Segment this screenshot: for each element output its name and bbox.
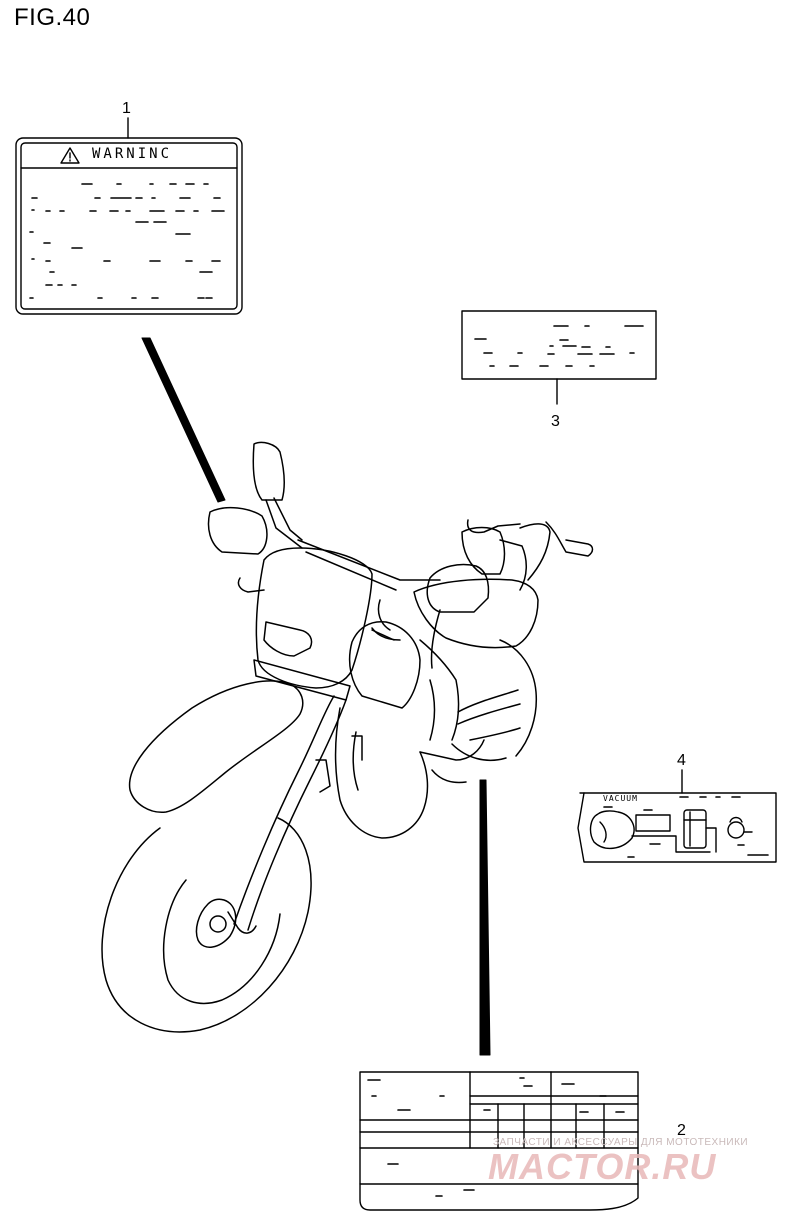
motorcycle-drawing — [101, 441, 594, 1033]
warning-triangle-icon — [60, 147, 80, 164]
callout-3[interactable]: 3 — [551, 413, 560, 430]
vacuum-label[interactable] — [577, 792, 777, 863]
warning-heading: WARNINC — [92, 146, 173, 162]
vacuum-label-text-lines — [603, 796, 769, 858]
info-table-label[interactable] — [359, 1071, 639, 1211]
warning-label-text-lines — [29, 183, 225, 299]
watermark-site: MACTOR.RU — [488, 1146, 717, 1187]
callout-2[interactable]: 2 — [677, 1122, 686, 1139]
callout-1[interactable]: 1 — [122, 100, 131, 117]
watermark-caption: ЗАПЧАСТИ И АКСЕССУАРЫ ДЛЯ МОТОТЕХНИКИ — [493, 1137, 749, 1148]
label-3[interactable] — [461, 310, 657, 380]
warning-label[interactable] — [15, 137, 243, 315]
info-table-text-lines — [367, 1077, 625, 1197]
label-3-text-lines — [474, 325, 644, 367]
vacuum-diagram-drawing — [589, 809, 753, 853]
pointer-1 — [141, 337, 226, 503]
callout-4[interactable]: 4 — [677, 752, 686, 769]
figure-title: FIG.40 — [14, 4, 91, 31]
vacuum-heading: VACUUM — [603, 794, 638, 803]
pointer-2 — [479, 779, 491, 1056]
